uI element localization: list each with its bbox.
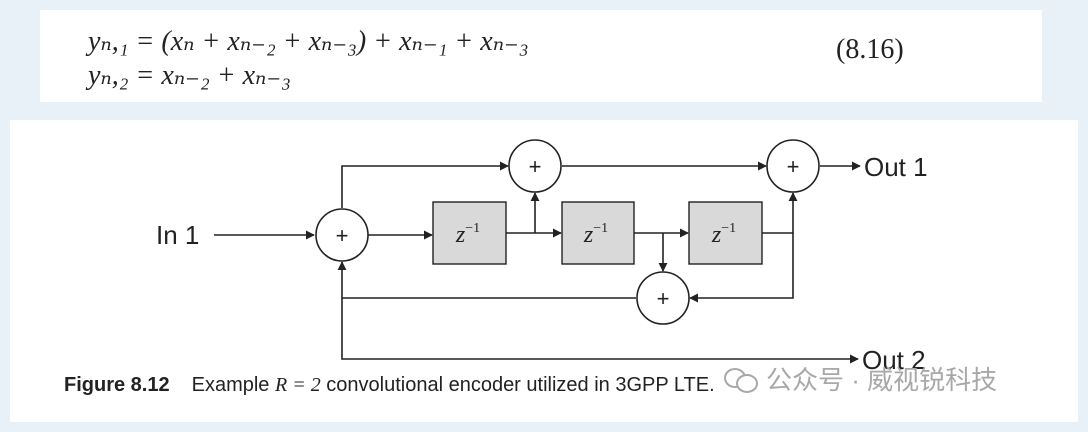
wire-tap3-out1 xyxy=(762,192,798,234)
equation-line-1: yₙ,₁ = (xₙ + xₙ₋₂ + xₙ₋₃) + xₙ₋₁ + xₙ₋₃ xyxy=(88,26,529,57)
delay-block-3: z−1 xyxy=(688,201,763,265)
delay-exponent: −1 xyxy=(593,221,608,236)
watermark-text: 公众号 · 威视锐科技 xyxy=(766,365,998,395)
delay-label: z xyxy=(711,222,722,248)
figure-caption: Figure 8.12 Example R = 2 convolutional e… xyxy=(64,374,715,397)
delay-block-2: z−1 xyxy=(561,201,635,265)
delay-label: z xyxy=(583,222,594,248)
wire-feedforward-top xyxy=(341,161,509,208)
svg-text:z−1: z−1 xyxy=(583,221,608,248)
output-1-label: Out 1 xyxy=(864,152,928,182)
output-2-label: Out 2 xyxy=(862,345,926,375)
adder-1: + xyxy=(315,208,369,262)
input-label: In 1 xyxy=(156,220,199,250)
wechat-icon xyxy=(724,366,758,393)
adder-3: + xyxy=(766,139,820,193)
wire-tap3-feedback xyxy=(689,233,794,303)
equation-block: yₙ,₁ = (xₙ + xₙ₋₂ + xₙ₋₃) + xₙ₋₁ + xₙ₋₃ … xyxy=(40,10,1042,102)
caption-math: R = 2 xyxy=(274,374,321,396)
svg-text:z−1: z−1 xyxy=(455,221,480,248)
adder-2: + xyxy=(508,139,562,193)
watermark: 公众号 · 威视锐科技 xyxy=(724,360,997,397)
delay-label: z xyxy=(455,222,466,248)
equation-line-2: yₙ,₂ = xₙ₋₂ + xₙ₋₃ xyxy=(88,60,291,91)
adder-symbol: + xyxy=(336,223,349,248)
wire-feedback xyxy=(337,261,636,299)
delay-exponent: −1 xyxy=(721,221,736,236)
equation-number: (8.16) xyxy=(836,34,904,65)
adder-symbol: + xyxy=(529,154,542,179)
adder-symbol: + xyxy=(787,154,800,179)
adder-symbol: + xyxy=(657,286,670,311)
caption-text-after: convolutional encoder utilized in 3GPP L… xyxy=(326,374,715,396)
delay-block-1: z−1 xyxy=(432,201,507,265)
svg-text:z−1: z−1 xyxy=(711,221,736,248)
figure-label: Figure 8.12 xyxy=(64,374,170,396)
caption-text-before: Example xyxy=(191,374,270,396)
wire-out2 xyxy=(341,298,859,364)
delay-exponent: −1 xyxy=(465,221,480,236)
adder-4: + xyxy=(636,271,690,325)
